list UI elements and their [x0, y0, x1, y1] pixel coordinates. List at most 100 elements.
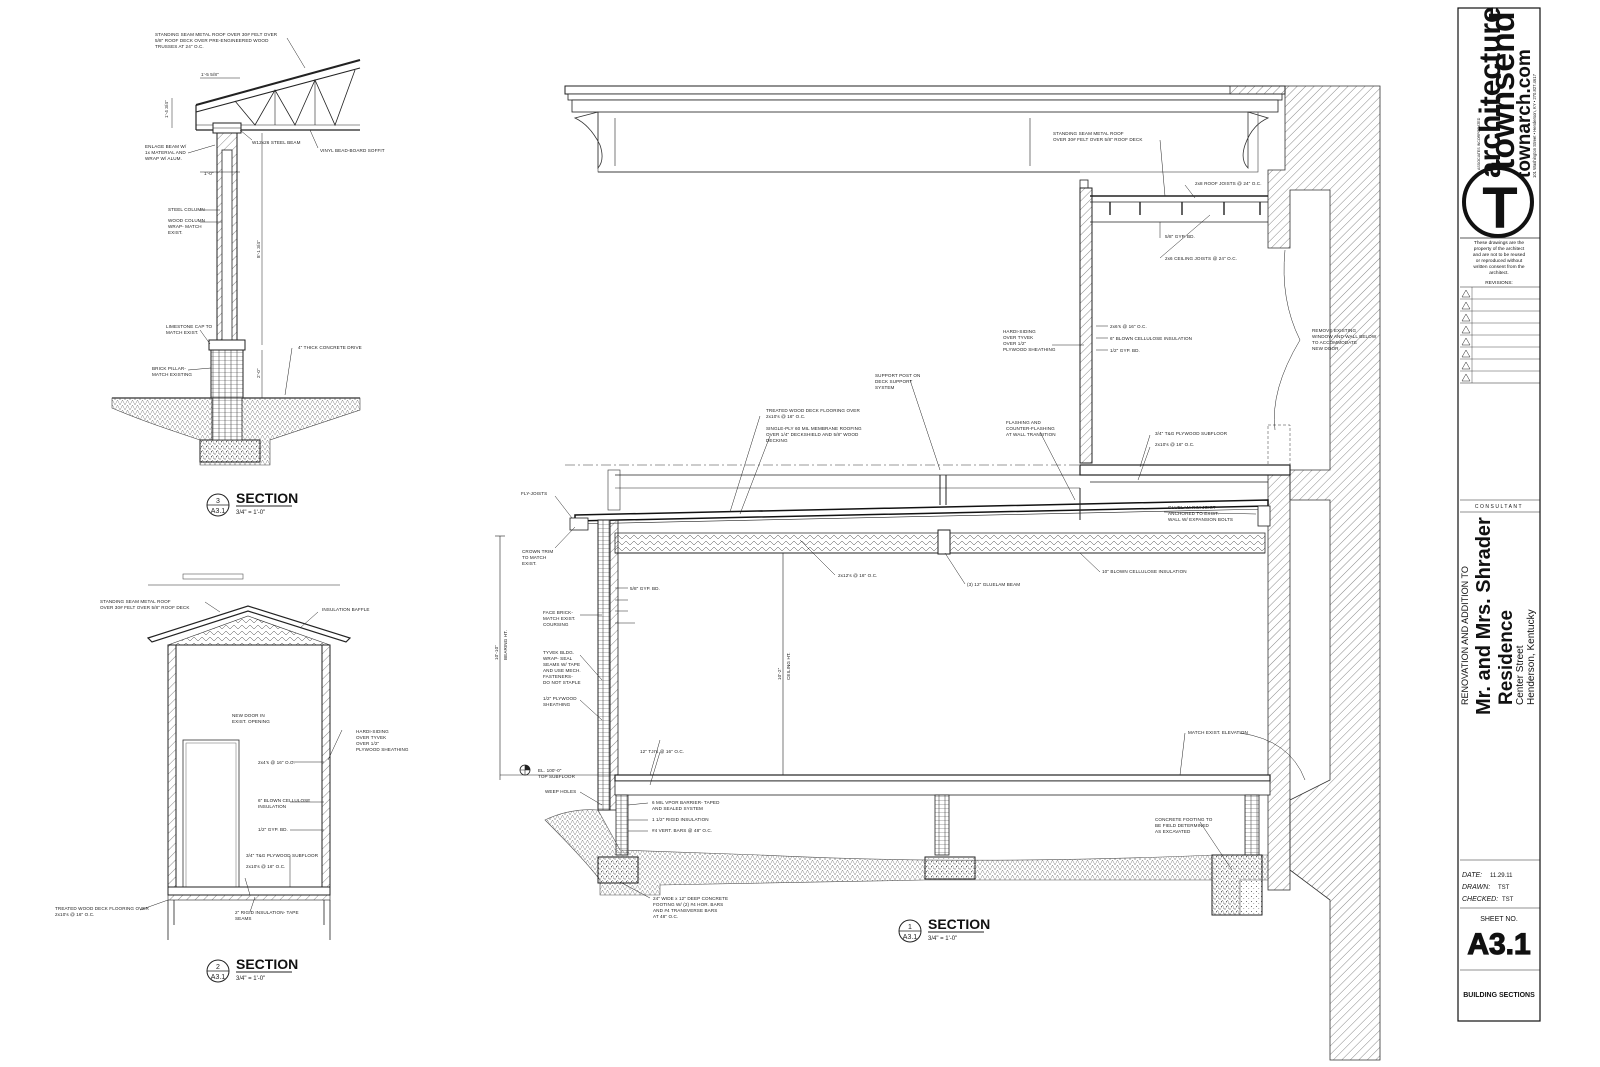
note: COUNTER-FLASHING	[1006, 426, 1055, 431]
note: FLY-JOISTS	[521, 491, 547, 496]
note: OVER 30# FELT OVER 5/8" ROOF DECK	[100, 605, 190, 610]
revision-delta-icon	[1461, 325, 1471, 334]
consultant-label: CONSULTANT	[1475, 504, 1523, 510]
svg-text:These drawings are the: These drawings are the	[1474, 240, 1524, 246]
section-sheet-ref: A3.1	[903, 934, 918, 941]
note: MATCH EXIST.	[543, 616, 576, 621]
note: CONCRETE FOOTING TO	[1155, 817, 1213, 822]
note: 2" RIGID INSULATION- TAPE	[235, 910, 299, 915]
revision-delta-icon	[1461, 349, 1471, 358]
note: AT 48" O.C.	[653, 914, 678, 919]
firm-address: 101 Washington Street • Henderson, KY • …	[1532, 73, 1537, 178]
dimension: 1'-0"	[204, 171, 214, 176]
note: 2x4's @ 16" O.C.	[258, 760, 295, 765]
note: EXIST. OPENING	[232, 719, 270, 724]
note: OVER 1/2"	[356, 741, 379, 746]
note: NEW DOOR IN	[232, 713, 265, 718]
note: WEEP HOLES	[545, 789, 576, 794]
note: SEAMS	[235, 916, 252, 921]
revisions-label: REVISIONS:	[1485, 280, 1512, 286]
dimension: 1'-5 5/8"	[201, 72, 219, 77]
note: OVER 30# FELT OVER 5/8" ROOF DECK	[1053, 137, 1143, 142]
note: TO MATCH	[522, 555, 546, 560]
note: 5/8" GYP. BD.	[630, 586, 660, 591]
note: OVER 1/4" DECKSHIELD AND 5/8" WOOD	[766, 432, 859, 437]
note: 4" THICK CONCRETE DRIVE	[298, 345, 362, 350]
note: STANDING SEAM METAL ROOF	[1053, 131, 1124, 136]
note: 6" BLOWN CELLULOSE INSULATION	[1110, 336, 1192, 341]
svg-text:Mr. and Mrs. Shrader: Mr. and Mrs. Shrader	[1473, 517, 1495, 715]
note: BE FIELD DETERMINED	[1155, 823, 1210, 828]
dimension: 2'-0"	[256, 368, 261, 378]
note: SUPPORT POST ON	[875, 373, 920, 378]
note: FACE BRICK-	[543, 610, 573, 615]
firm-tagline: ASSOCIATES INCORPORATED	[1477, 117, 1481, 170]
svg-text:and are not to be reused: and are not to be reused	[1473, 252, 1526, 258]
note: AND #4 TRANSVERSE BARS	[653, 908, 717, 913]
dimension: 10'-2"	[777, 667, 782, 680]
note: 10" BLOWN CELLULOSE INSULATION	[1102, 569, 1187, 574]
note: SHEATHING	[543, 702, 571, 707]
note: VINYL BEAD-BOARD SOFFIT	[320, 148, 385, 153]
note: 6 MIL VPOR BARRIER- TAPED	[652, 800, 720, 805]
note: 2x12's @ 16" O.C.	[838, 573, 878, 578]
revision-delta-icon	[1461, 289, 1471, 298]
note: ANCHORED TO EXIST.	[1168, 511, 1219, 516]
note: INSULATION	[258, 804, 286, 809]
note: FLASHING AND	[1006, 420, 1041, 425]
section-3-label: 3 A3.1 SECTION 3/4" = 1'-0"	[206, 490, 298, 517]
note: TO ACCOMMODATE	[1312, 340, 1357, 345]
note: 6" BLOWN CELLULOSE	[258, 798, 310, 803]
note: MATCH EXIST. ELEVATION	[1188, 730, 1248, 735]
note: EXIST.	[522, 561, 537, 566]
section-3-drawing	[111, 37, 361, 466]
note: STEEL COLUMN	[168, 207, 205, 212]
note: OVER TYVEK	[1003, 335, 1034, 340]
svg-text:Center Street: Center Street	[1515, 645, 1526, 705]
section-scale: 3/4" = 1'-0"	[236, 510, 265, 516]
note: HARDI-SIDING	[1003, 329, 1036, 334]
note: EXIST.	[168, 230, 183, 235]
note: 1x MATERIAL AND	[145, 150, 186, 155]
note: DECK SUPPORT	[875, 379, 912, 384]
section-2-label: 2 A3.1 SECTION 3/4" = 1'-0"	[206, 956, 298, 983]
note: 2x10's @ 16" O.C.	[1155, 442, 1195, 447]
dimension: BEARING HT.	[503, 630, 508, 660]
note: WOOD COLUMN	[168, 218, 205, 223]
note: 5/8" ROOF DECK OVER PRE-ENGINEERED WOOD	[155, 38, 269, 43]
note: WRAP- MATCH	[168, 224, 202, 229]
note: AT WALL TRANSITION	[1006, 432, 1056, 437]
note: PLYWOOD SHEATHING	[1003, 347, 1056, 352]
note: PLYWOOD SHEATHING	[356, 747, 409, 752]
title-block: townsend architecture ASSOCIATES INCORPO…	[1457, 6, 1541, 1022]
note: 24" WIDE x 12" DEEP CONCRETE	[653, 896, 728, 901]
note: OVER TYVEK	[356, 735, 387, 740]
note: DO NOT STAPLE	[543, 680, 581, 685]
note: 12" TJI's @ 16" O.C.	[640, 749, 684, 754]
section-sheet-ref: A3.1	[211, 974, 226, 981]
note: 1/2" PLYWOOD	[543, 696, 577, 701]
firm-name-2: architecture	[1474, 6, 1507, 178]
note: 5/8" GYP. BD.	[1165, 234, 1195, 239]
disclaimer: These drawings are the property of the a…	[1473, 240, 1526, 276]
note: LIMESTONE CAP TO	[166, 324, 213, 329]
sheet-label: SHEET NO.	[1480, 916, 1518, 923]
elevation-label: EL. 100'-0"	[538, 768, 562, 773]
drawing-info: DATE: 11.29.11 DRAWN: TST CHECKED: TST	[1462, 872, 1514, 903]
note: GLUELAM RIM JOIST	[1168, 505, 1216, 510]
note: DECKING	[766, 438, 788, 443]
note: MATCH EXISTING	[152, 372, 192, 377]
svg-text:property of the architect: property of the architect	[1474, 246, 1525, 252]
note: REMOVE EXISTING	[1312, 328, 1356, 333]
revision-delta-icon	[1461, 361, 1471, 370]
section-2-drawing	[139, 573, 352, 940]
drawn-value: TST	[1498, 885, 1510, 891]
dimension: 1'-4 3/4"	[164, 100, 169, 118]
sheet-title: BUILDING SECTIONS	[1463, 992, 1535, 999]
date-value: 11.29.11	[1490, 873, 1513, 879]
note: WRAP- SEAL	[543, 656, 573, 661]
note: 2x10's @ 16" O.C.	[766, 414, 806, 419]
note: NEW DOOR	[1312, 346, 1339, 351]
svg-text:written consent from the: written consent from the	[1473, 264, 1525, 270]
note: CROWN TRIM	[522, 549, 553, 554]
